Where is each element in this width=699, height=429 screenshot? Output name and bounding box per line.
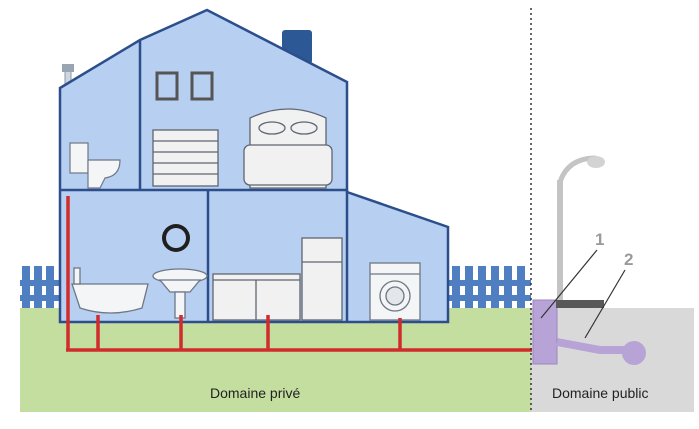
bed-icon — [243, 108, 333, 189]
private-ground — [20, 308, 531, 412]
connection-box — [532, 299, 558, 365]
public-sewer-main — [622, 341, 646, 365]
mirror-icon — [162, 224, 190, 252]
washbasin-icon — [152, 268, 208, 319]
public-domain-label: Domaine public — [552, 385, 649, 401]
drain-pipes — [66, 196, 532, 352]
street-lamp-icon — [556, 155, 605, 308]
right-fence — [448, 266, 531, 308]
refrigerator-icon — [301, 237, 343, 321]
dresser-icon — [152, 129, 219, 187]
public-ground — [531, 308, 694, 412]
toilet-icon — [69, 142, 121, 189]
callout-2: 2 — [624, 250, 633, 269]
private-domain-label: Domaine privé — [210, 385, 301, 401]
callout-1: 1 — [595, 230, 604, 249]
bathtub-icon — [71, 267, 149, 314]
callout-1-leader — [540, 249, 598, 319]
picture-frame-icon — [155, 71, 214, 101]
callout-2-leader — [584, 269, 626, 339]
public-branch-pipe — [556, 338, 625, 354]
washing-machine-icon — [369, 262, 421, 321]
left-fence — [20, 266, 60, 308]
kitchen-counter-icon — [212, 273, 301, 321]
